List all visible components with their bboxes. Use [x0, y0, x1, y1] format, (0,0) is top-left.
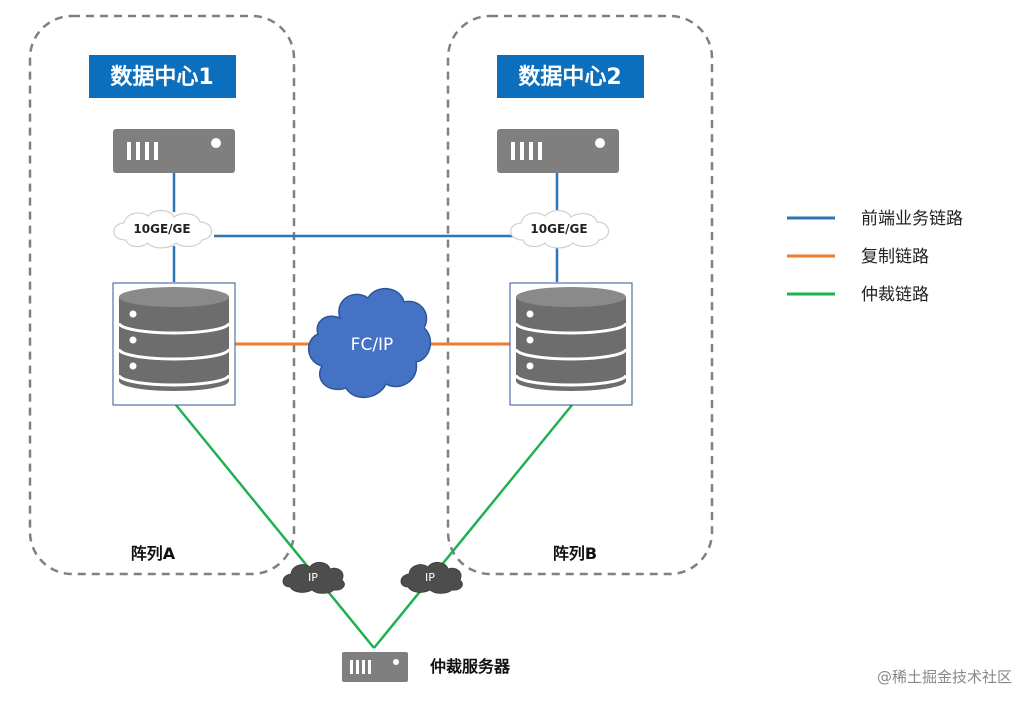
- storage-array-icon-a: [111, 281, 237, 407]
- datacenter-2-title: 数据中心2: [518, 64, 621, 90]
- array-b-label: 阵列B: [553, 544, 597, 563]
- fc-ip-cloud-icon: [308, 288, 432, 398]
- quorum-link-group: [175, 404, 573, 649]
- quorum-server-label: 仲裁服务器: [430, 657, 511, 676]
- quorum-link-left: [175, 404, 375, 649]
- quorum-link-right: [373, 404, 573, 649]
- datacenter-1-title-box: [89, 55, 236, 98]
- legend-label-quorum: 仲裁链路: [861, 285, 929, 305]
- legend-label-frontend: 前端业务链路: [861, 209, 963, 229]
- frontend-link-group: [172, 173, 559, 282]
- network-label-dc1: 10GE/GE: [133, 222, 190, 236]
- ip-cloud-label-right: IP: [425, 571, 435, 584]
- datacenter-1-title: 数据中心1: [110, 64, 213, 90]
- datacenter-2-boundary: [446, 14, 714, 576]
- storage-array-icon-b: [508, 281, 634, 407]
- network-label-dc2: 10GE/GE: [530, 222, 587, 236]
- quorum-server-icon: [342, 652, 408, 682]
- server-icon-dc2: [497, 129, 619, 173]
- legend-label-replication: 复制链路: [861, 247, 929, 267]
- legend: 前端业务链路 复制链路 仲裁链路: [787, 209, 963, 305]
- ip-cloud-label-left: IP: [308, 571, 318, 584]
- fc-ip-label: FC/IP: [351, 335, 394, 355]
- datacenter-2-title-box: [497, 55, 644, 98]
- array-a-label: 阵列A: [131, 544, 176, 563]
- watermark: @稀土掘金技术社区: [877, 668, 1012, 686]
- server-icon-dc1: [113, 129, 235, 173]
- datacenter-1-boundary: [28, 14, 296, 576]
